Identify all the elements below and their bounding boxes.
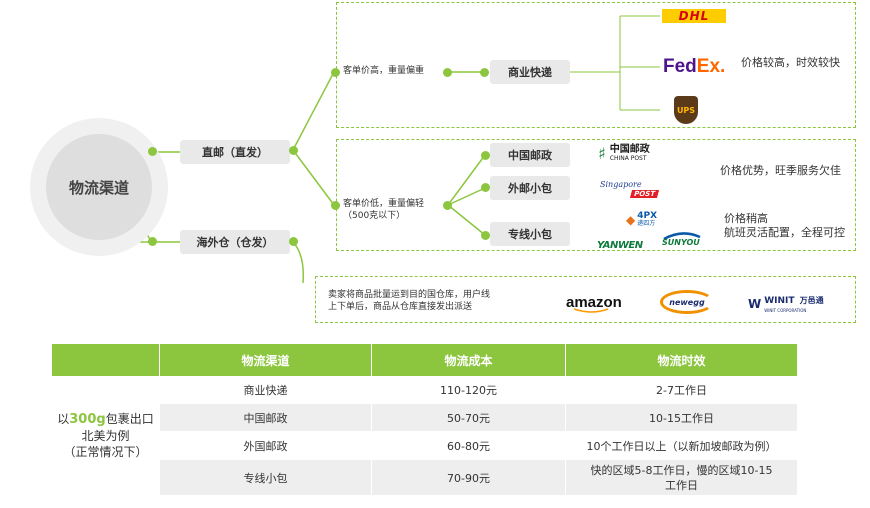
- channel-commercial: 商业快递: [490, 60, 570, 84]
- postal-note: 价格优势，旺季服务欠佳: [720, 164, 841, 177]
- channel-china-post: 中国邮政: [490, 143, 570, 167]
- overseas-box: [315, 276, 856, 323]
- rowhead-line3: （正常情况下）: [63, 445, 148, 459]
- cell-time-line1: 快的区域5-8工作日，慢的区域10-15: [590, 463, 773, 477]
- branch-dot-direct-end: [289, 146, 298, 155]
- singapore-post-top: Singapore: [600, 180, 642, 189]
- foreign-post-dot: [481, 183, 490, 192]
- table-row: 以300g包裹出口 北美为例 （正常情况下） 商业快递 110-120元 2-7…: [52, 376, 798, 496]
- dhl-logo: DHL: [662, 9, 726, 23]
- commercial-dot: [480, 68, 489, 77]
- cell-cost: 50-70元: [372, 404, 566, 432]
- cell-time: 10-15工作日: [566, 404, 798, 432]
- low-value-box: [336, 139, 856, 251]
- cost-table: 物流渠道 物流成本 物流时效 以300g包裹出口 北美为例 （正常情况下） 商业…: [52, 344, 798, 496]
- rowhead-prefix: 以: [57, 412, 70, 426]
- china-post-icon: ♯: [598, 144, 606, 163]
- channel-special-line: 专线小包: [490, 222, 570, 246]
- singapore-post-bottom: POST: [630, 190, 660, 198]
- high-value-note: 价格较高，时效较快: [741, 56, 840, 69]
- branch-direct-label: 直邮（直发）: [202, 146, 268, 159]
- overseas-desc-1: 卖家将商品批量运到目的国仓库，用户线: [328, 290, 491, 300]
- yanwen-logo: YANWEN: [597, 233, 643, 252]
- sunyou-text: SUNYOU: [662, 238, 700, 247]
- cell-cost: 70-90元: [372, 460, 566, 496]
- high-value-condition: 客单价高，重量偏重: [343, 66, 425, 76]
- branch-overseas-label: 海外仓（仓发）: [196, 236, 274, 249]
- table-header-row: 物流渠道 物流成本 物流时效: [52, 344, 798, 376]
- center-circle: 物流渠道: [46, 134, 152, 240]
- header-channel: 物流渠道: [160, 344, 372, 376]
- newegg-logo-text: newegg: [669, 297, 705, 307]
- high-value-dot: [331, 68, 340, 77]
- low-value-dot: [331, 201, 340, 210]
- channel-commercial-label: 商业快递: [508, 66, 552, 79]
- sunyou-logo: SUNYOU: [660, 229, 704, 249]
- high-value-dot-2: [443, 68, 452, 77]
- table-row: 中国邮政 50-70元 10-15工作日: [52, 404, 798, 432]
- cell-time-line2: 工作日: [665, 478, 698, 492]
- rowhead-suffix: 包裹出口: [105, 412, 154, 426]
- cell-channel: 商业快递: [160, 376, 372, 404]
- channel-foreign-post: 外邮小包: [490, 176, 570, 200]
- branch-dot-overseas-end: [289, 237, 298, 246]
- singapore-post-logo: Singapore POST: [600, 180, 660, 200]
- cell-channel: 专线小包: [160, 460, 372, 496]
- winit-icon: W: [748, 297, 762, 311]
- fourpx-bottom: 递四方: [637, 220, 656, 227]
- china-post-cn: 中国邮政: [609, 144, 650, 155]
- table-row: 专线小包 70-90元 快的区域5-8工作日，慢的区域10-15 工作日: [52, 460, 798, 496]
- table-row: 外国邮政 60-80元 10个工作日以上（以新加坡邮政为例）: [52, 432, 798, 460]
- header-cost: 物流成本: [372, 344, 566, 376]
- cell-time: 10个工作日以上（以新加坡邮政为例）: [566, 432, 798, 460]
- special-line-dot: [481, 231, 490, 240]
- cell-time: 快的区域5-8工作日，慢的区域10-15 工作日: [566, 460, 798, 496]
- rowhead-line2: 北美为例: [81, 429, 130, 443]
- high-value-box: [336, 2, 856, 128]
- china-post-logo: ♯ 中国邮政 CHINA POST: [598, 144, 650, 163]
- fourpx-logo: ◆ 4PX 递四方: [626, 212, 657, 228]
- china-post-dot: [481, 151, 490, 160]
- ups-logo-text: UPS: [676, 105, 696, 115]
- special-note-2: 航班灵活配置，全程可控: [724, 226, 845, 239]
- cell-time: 2-7工作日: [566, 376, 798, 404]
- sunyou-swoosh: [663, 232, 701, 241]
- table-row-head: 以300g包裹出口 北美为例 （正常情况下）: [52, 376, 160, 496]
- winit-logo-text: WINIT: [764, 296, 795, 306]
- branch-overseas: 海外仓（仓发）: [180, 230, 290, 254]
- winit-logo: W WINIT 万邑通 WINIT CORPORATION: [748, 293, 824, 315]
- fourpx-top: 4PX: [637, 211, 658, 221]
- cell-channel: 外国邮政: [160, 432, 372, 460]
- channel-china-post-label: 中国邮政: [508, 149, 552, 162]
- center-label: 物流渠道: [68, 178, 129, 197]
- yanwen-text: YANWEN: [597, 240, 643, 251]
- header-time: 物流时效: [566, 344, 798, 376]
- amazon-logo-text: amazon: [566, 294, 622, 311]
- fedex-logo: FedEx.: [663, 56, 726, 77]
- dhl-logo-text: DHL: [678, 9, 710, 23]
- cell-channel: 中国邮政: [160, 404, 372, 432]
- channel-special-line-label: 专线小包: [508, 228, 552, 241]
- china-post-en: CHINA POST: [609, 155, 647, 162]
- winit-logo-cn: 万邑通: [799, 296, 824, 305]
- amazon-logo: amazon: [566, 292, 622, 313]
- branch-direct: 直邮（直发）: [180, 140, 290, 164]
- rowhead-highlight: 300g: [69, 412, 106, 427]
- table-header-corner: [52, 344, 160, 376]
- low-value-condition-1: 客单价低，重量偏轻: [343, 199, 425, 209]
- ups-logo: UPS: [674, 96, 698, 124]
- fourpx-icon: ◆: [626, 213, 636, 227]
- branch-dot-direct: [148, 147, 157, 156]
- newegg-logo: newegg: [660, 290, 714, 314]
- special-note-1: 价格稍高: [724, 212, 768, 225]
- overseas-desc-2: 上下单后，商品从仓库直接发出派送: [328, 302, 473, 312]
- low-value-condition-2: （500克以下）: [343, 211, 406, 221]
- low-value-dot-2: [443, 201, 452, 210]
- cell-cost: 60-80元: [372, 432, 566, 460]
- branch-dot-overseas: [148, 237, 157, 246]
- channel-foreign-post-label: 外邮小包: [508, 182, 552, 195]
- cell-cost: 110-120元: [372, 376, 566, 404]
- winit-logo-sub: WINIT CORPORATION: [764, 308, 807, 313]
- amazon-smile-icon: [573, 308, 609, 313]
